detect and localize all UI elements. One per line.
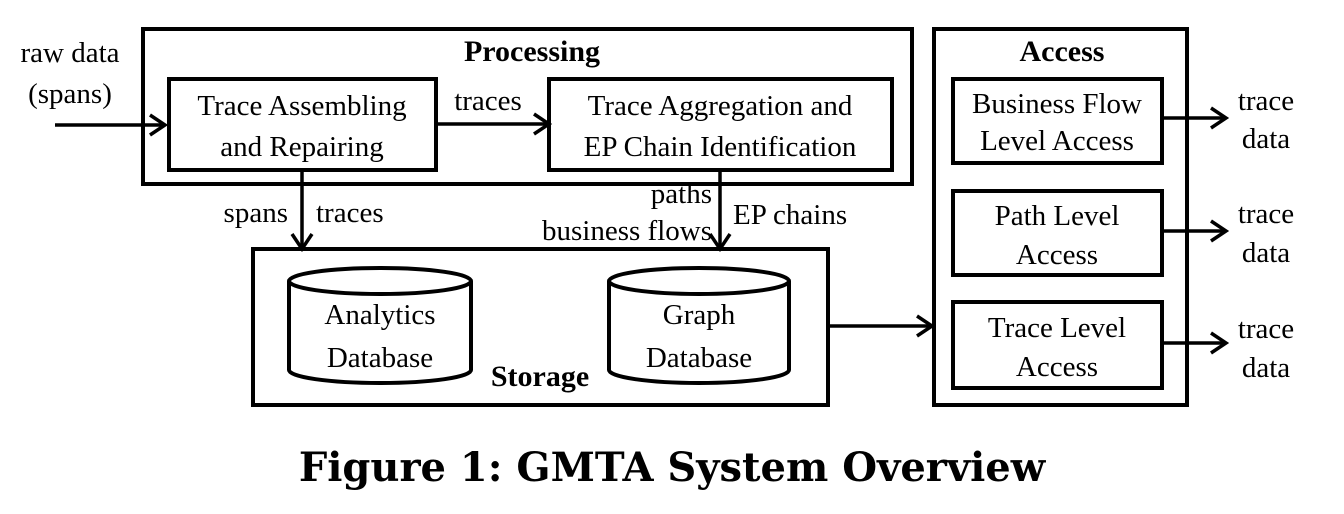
graph-database-cylinder	[607, 266, 791, 385]
output-label-3-line2: data	[1242, 352, 1290, 384]
analytics-database-cylinder	[287, 266, 473, 385]
input-arrow-head	[149, 113, 169, 137]
storage-title: Storage	[491, 360, 589, 393]
trace-level-access-line2: Access	[1016, 351, 1098, 383]
traces-edge-label: traces	[454, 85, 522, 117]
input-label-line1: raw data	[20, 37, 119, 69]
output-label-2-line1: trace	[1238, 198, 1294, 230]
trace-level-access-box	[951, 300, 1164, 390]
access-title: Access	[1020, 35, 1105, 68]
paths-edge-label: paths	[651, 178, 712, 210]
processing-group	[141, 27, 914, 186]
trace-aggregation-box	[547, 77, 894, 172]
trace-level-access-line1: Trace Level	[988, 312, 1126, 344]
input-label-line2: (spans)	[28, 78, 112, 110]
output-label-1-line2: data	[1242, 123, 1290, 155]
ep-chains-edge-label: EP chains	[733, 199, 847, 231]
trace-assembling-box	[167, 77, 438, 172]
output-label-3-line1: trace	[1238, 313, 1294, 345]
output-arrow-head-2	[1210, 219, 1230, 243]
analytics-db-line2: Database	[327, 342, 433, 374]
output-label-2-line2: data	[1242, 237, 1290, 269]
analytics-db-line1: Analytics	[324, 299, 435, 331]
trace-aggregation-line2: EP Chain Identification	[584, 131, 857, 163]
trace-assembling-line1: Trace Assembling	[197, 90, 406, 122]
access-group	[932, 27, 1189, 407]
system-overview-diagram: raw data (spans) Processing Trace Assemb…	[20, 27, 1294, 407]
business-flow-access-box	[951, 77, 1164, 165]
trace-assembling-line2: and Repairing	[220, 131, 383, 163]
traces-down-edge-label: traces	[316, 197, 384, 229]
trace-aggregation-line1: Trace Aggregation and	[588, 90, 853, 122]
spans-edge-label: spans	[224, 197, 288, 229]
graph-db-line1: Graph	[663, 299, 736, 331]
graph-db-line2: Database	[646, 342, 752, 374]
output-arrow-head-1	[1210, 106, 1230, 130]
processing-title: Processing	[464, 35, 600, 68]
output-arrow-head-3	[1210, 331, 1230, 355]
storage-group	[251, 247, 830, 407]
business-flows-edge-label: business flows	[542, 215, 712, 247]
business-flow-access-line1: Business Flow	[972, 88, 1142, 120]
path-level-access-box	[951, 189, 1164, 277]
figure-caption: Figure 1: GMTA System Overview	[298, 444, 1046, 491]
path-level-access-line2: Access	[1016, 239, 1098, 271]
business-flow-access-line2: Level Access	[980, 125, 1134, 157]
path-level-access-line1: Path Level	[995, 200, 1120, 232]
output-label-1-line1: trace	[1238, 85, 1294, 117]
